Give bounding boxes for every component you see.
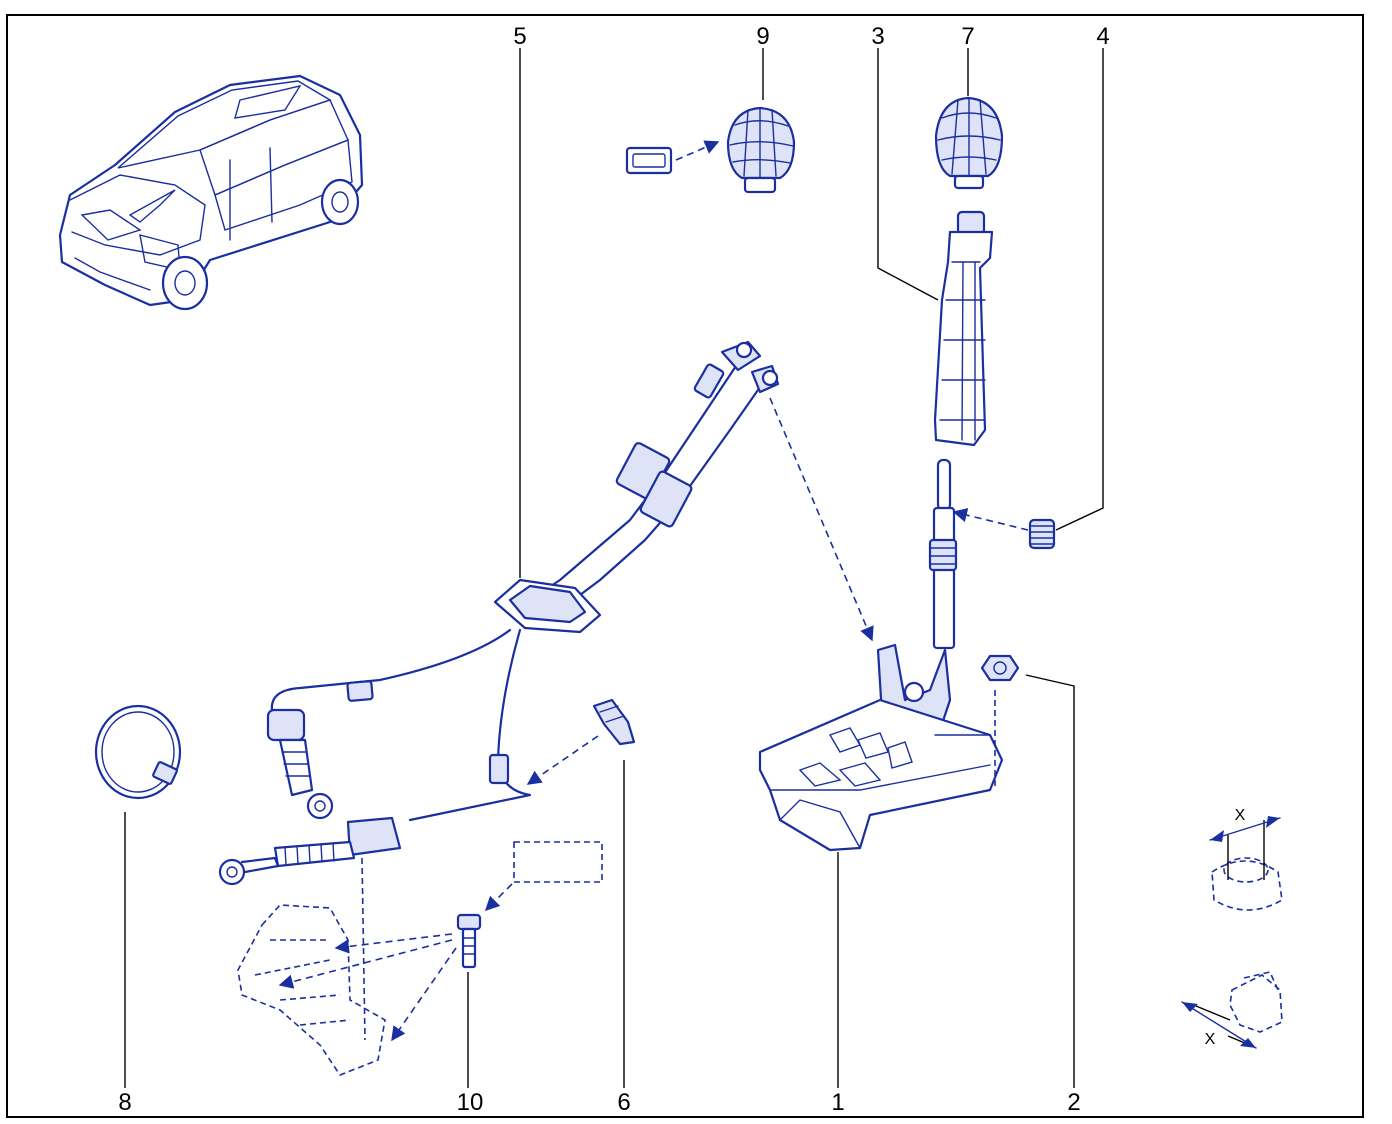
- gear-knob-alt: [625, 106, 796, 194]
- callout-4: 4: [1096, 23, 1109, 50]
- callout-1: 1: [831, 1089, 844, 1116]
- gear-shift-cables: [218, 340, 874, 886]
- cable-clip: [526, 698, 636, 785]
- callout-2: 2: [1067, 1089, 1080, 1116]
- dimension-detail-top: X: [1209, 807, 1283, 911]
- dimension-x-label-bottom: X: [1205, 1031, 1216, 1048]
- transmission-bracket-ghost: [237, 841, 603, 1076]
- dimension-x-label-top: X: [1235, 807, 1246, 824]
- ring-clamp: [94, 704, 182, 800]
- vehicle-illustration: [58, 74, 364, 311]
- lever-gaiter: [933, 210, 994, 447]
- dimension-detail-bottom: X: [1181, 971, 1283, 1049]
- callout-8: 8: [118, 1089, 131, 1116]
- callout-3: 3: [871, 23, 884, 50]
- gear-shifter-assembly: [758, 458, 1004, 852]
- callout-5: 5: [513, 23, 526, 50]
- callout-10: 10: [457, 1089, 484, 1116]
- nut: [980, 654, 1020, 788]
- callout-7: 7: [961, 23, 974, 50]
- callout-9: 9: [756, 23, 769, 50]
- callout-6: 6: [617, 1089, 630, 1116]
- spring: [952, 508, 1056, 550]
- leader-lines: [124, 48, 1104, 1088]
- gear-knob: [934, 96, 1004, 190]
